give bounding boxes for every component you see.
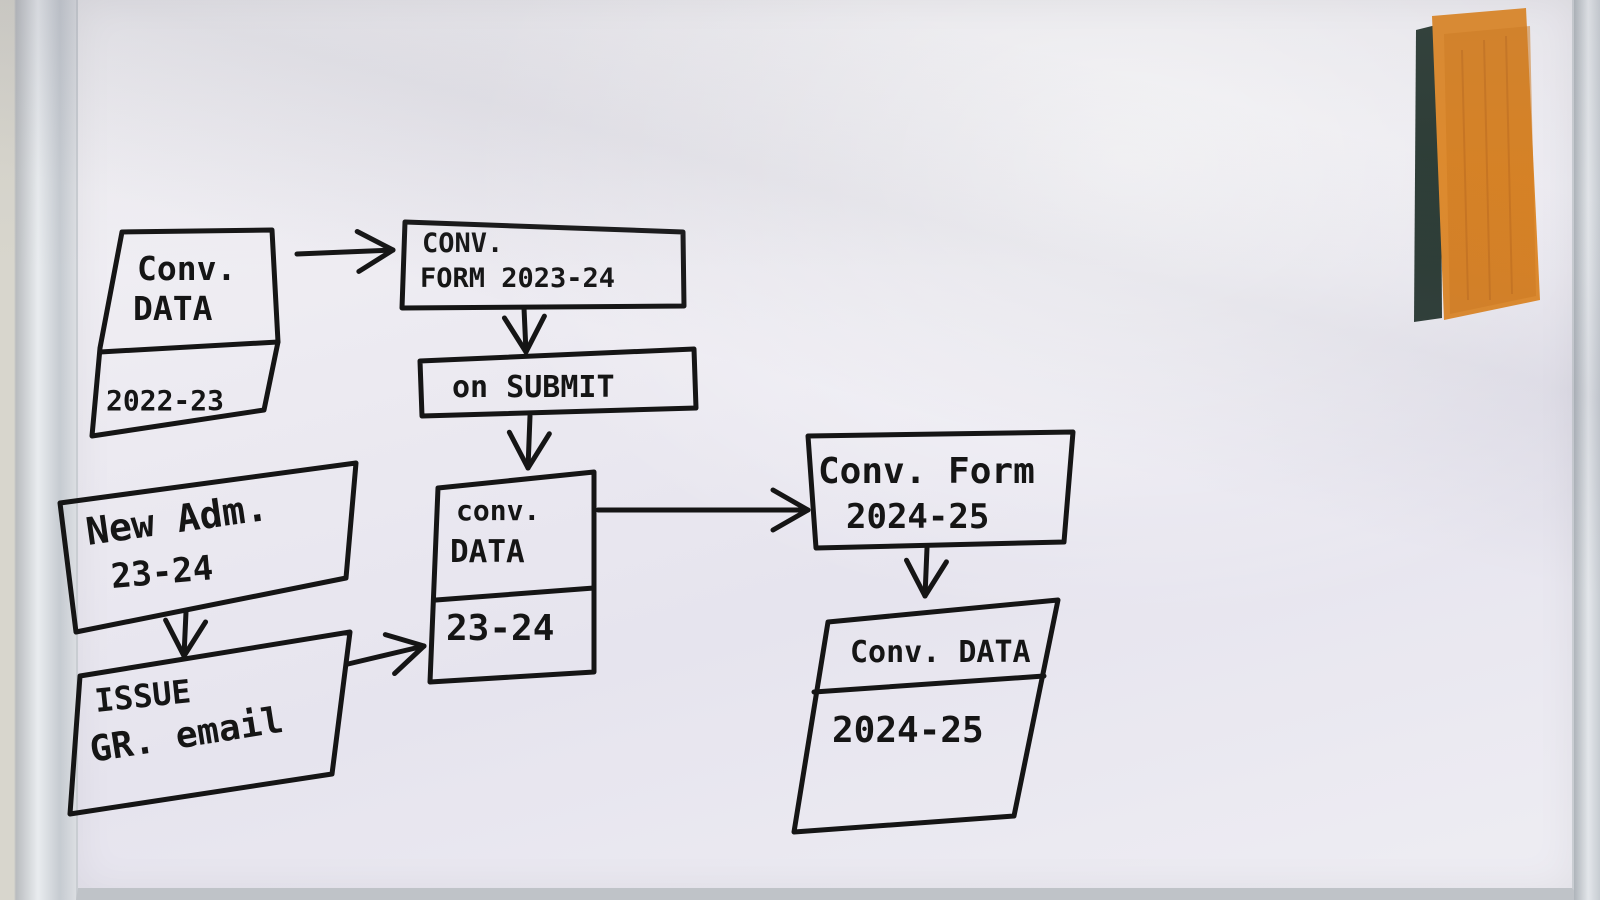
box-conv-data-2022-23-title-line1: Conv.	[137, 249, 236, 288]
box-conv-data-2022-23-outline	[89, 227, 281, 439]
box-on-submit-label: on SUBMIT	[452, 370, 615, 405]
arrow-issue-email-to-conv-data-2324	[345, 632, 427, 677]
box-conv-data-23-24-year: 23-24	[446, 608, 554, 649]
box-on-submit-outline	[417, 346, 699, 419]
box-new-adm-23-24-line2: 23-24	[109, 548, 214, 597]
box-on-submit: on SUBMIT	[417, 346, 699, 419]
box-conv-data-2022-23-divider	[97, 339, 281, 355]
arrow-on-submit-to-conv-data-2324	[506, 413, 552, 471]
box-conv-data-2024-25-divider	[811, 673, 1047, 695]
box-conv-form-2023-24-outline	[399, 219, 687, 311]
box-conv-data-23-24: conv. DATA 23-24	[427, 469, 597, 685]
box-new-adm-23-24: New Adm. 23-24	[57, 460, 359, 635]
box-conv-data-23-24-outline	[427, 469, 597, 685]
box-conv-data-23-24-title-line1: conv.	[456, 494, 540, 527]
box-issue-gr-email-line1: ISSUE	[93, 672, 193, 720]
box-conv-form-2023-24-line2: FORM 2023-24	[420, 263, 615, 294]
box-issue-gr-email-outline	[67, 629, 353, 817]
box-conv-data-2022-23-title-line2: DATA	[133, 289, 213, 328]
box-issue-gr-email: ISSUE GR. email	[67, 629, 353, 817]
whiteboard-eraser-icon	[1414, 8, 1540, 322]
box-conv-form-2024-25-line1: Conv. Form	[818, 451, 1035, 492]
arrow-conv-form-to-on-submit	[501, 305, 547, 355]
box-conv-data-2022-23-year: 2022-23	[106, 384, 224, 417]
box-conv-form-2024-25: Conv. Form 2024-25	[805, 429, 1076, 551]
arrow-conv-form-2024-to-conv-data-2425	[903, 545, 949, 599]
box-conv-data-2024-25-title: Conv. DATA	[850, 635, 1031, 670]
whiteboard-surface	[76, 0, 1582, 900]
arrow-new-adm-to-issue-email	[163, 609, 209, 659]
box-conv-data-2024-25-outline	[791, 597, 1061, 835]
box-conv-form-2023-24: CONV. FORM 2023-24	[399, 219, 687, 311]
box-conv-data-23-24-title-line2: DATA	[450, 534, 525, 570]
box-conv-data-2022-23: Conv. DATA 2022-23	[89, 227, 281, 439]
box-conv-form-2024-25-outline	[805, 429, 1076, 551]
box-conv-data-2024-25-year: 2024-25	[832, 710, 984, 751]
box-conv-data-2024-25: Conv. DATA 2024-25	[791, 597, 1061, 835]
box-conv-form-2024-25-line2: 2024-25	[846, 497, 989, 537]
box-new-adm-23-24-outline	[57, 460, 359, 635]
whiteboard-frame-right	[1574, 0, 1600, 900]
box-conv-form-2023-24-line1: CONV.	[422, 228, 503, 259]
box-conv-data-23-24-divider	[433, 585, 597, 603]
arrow-conv-data-to-conv-form-2023	[294, 228, 396, 274]
